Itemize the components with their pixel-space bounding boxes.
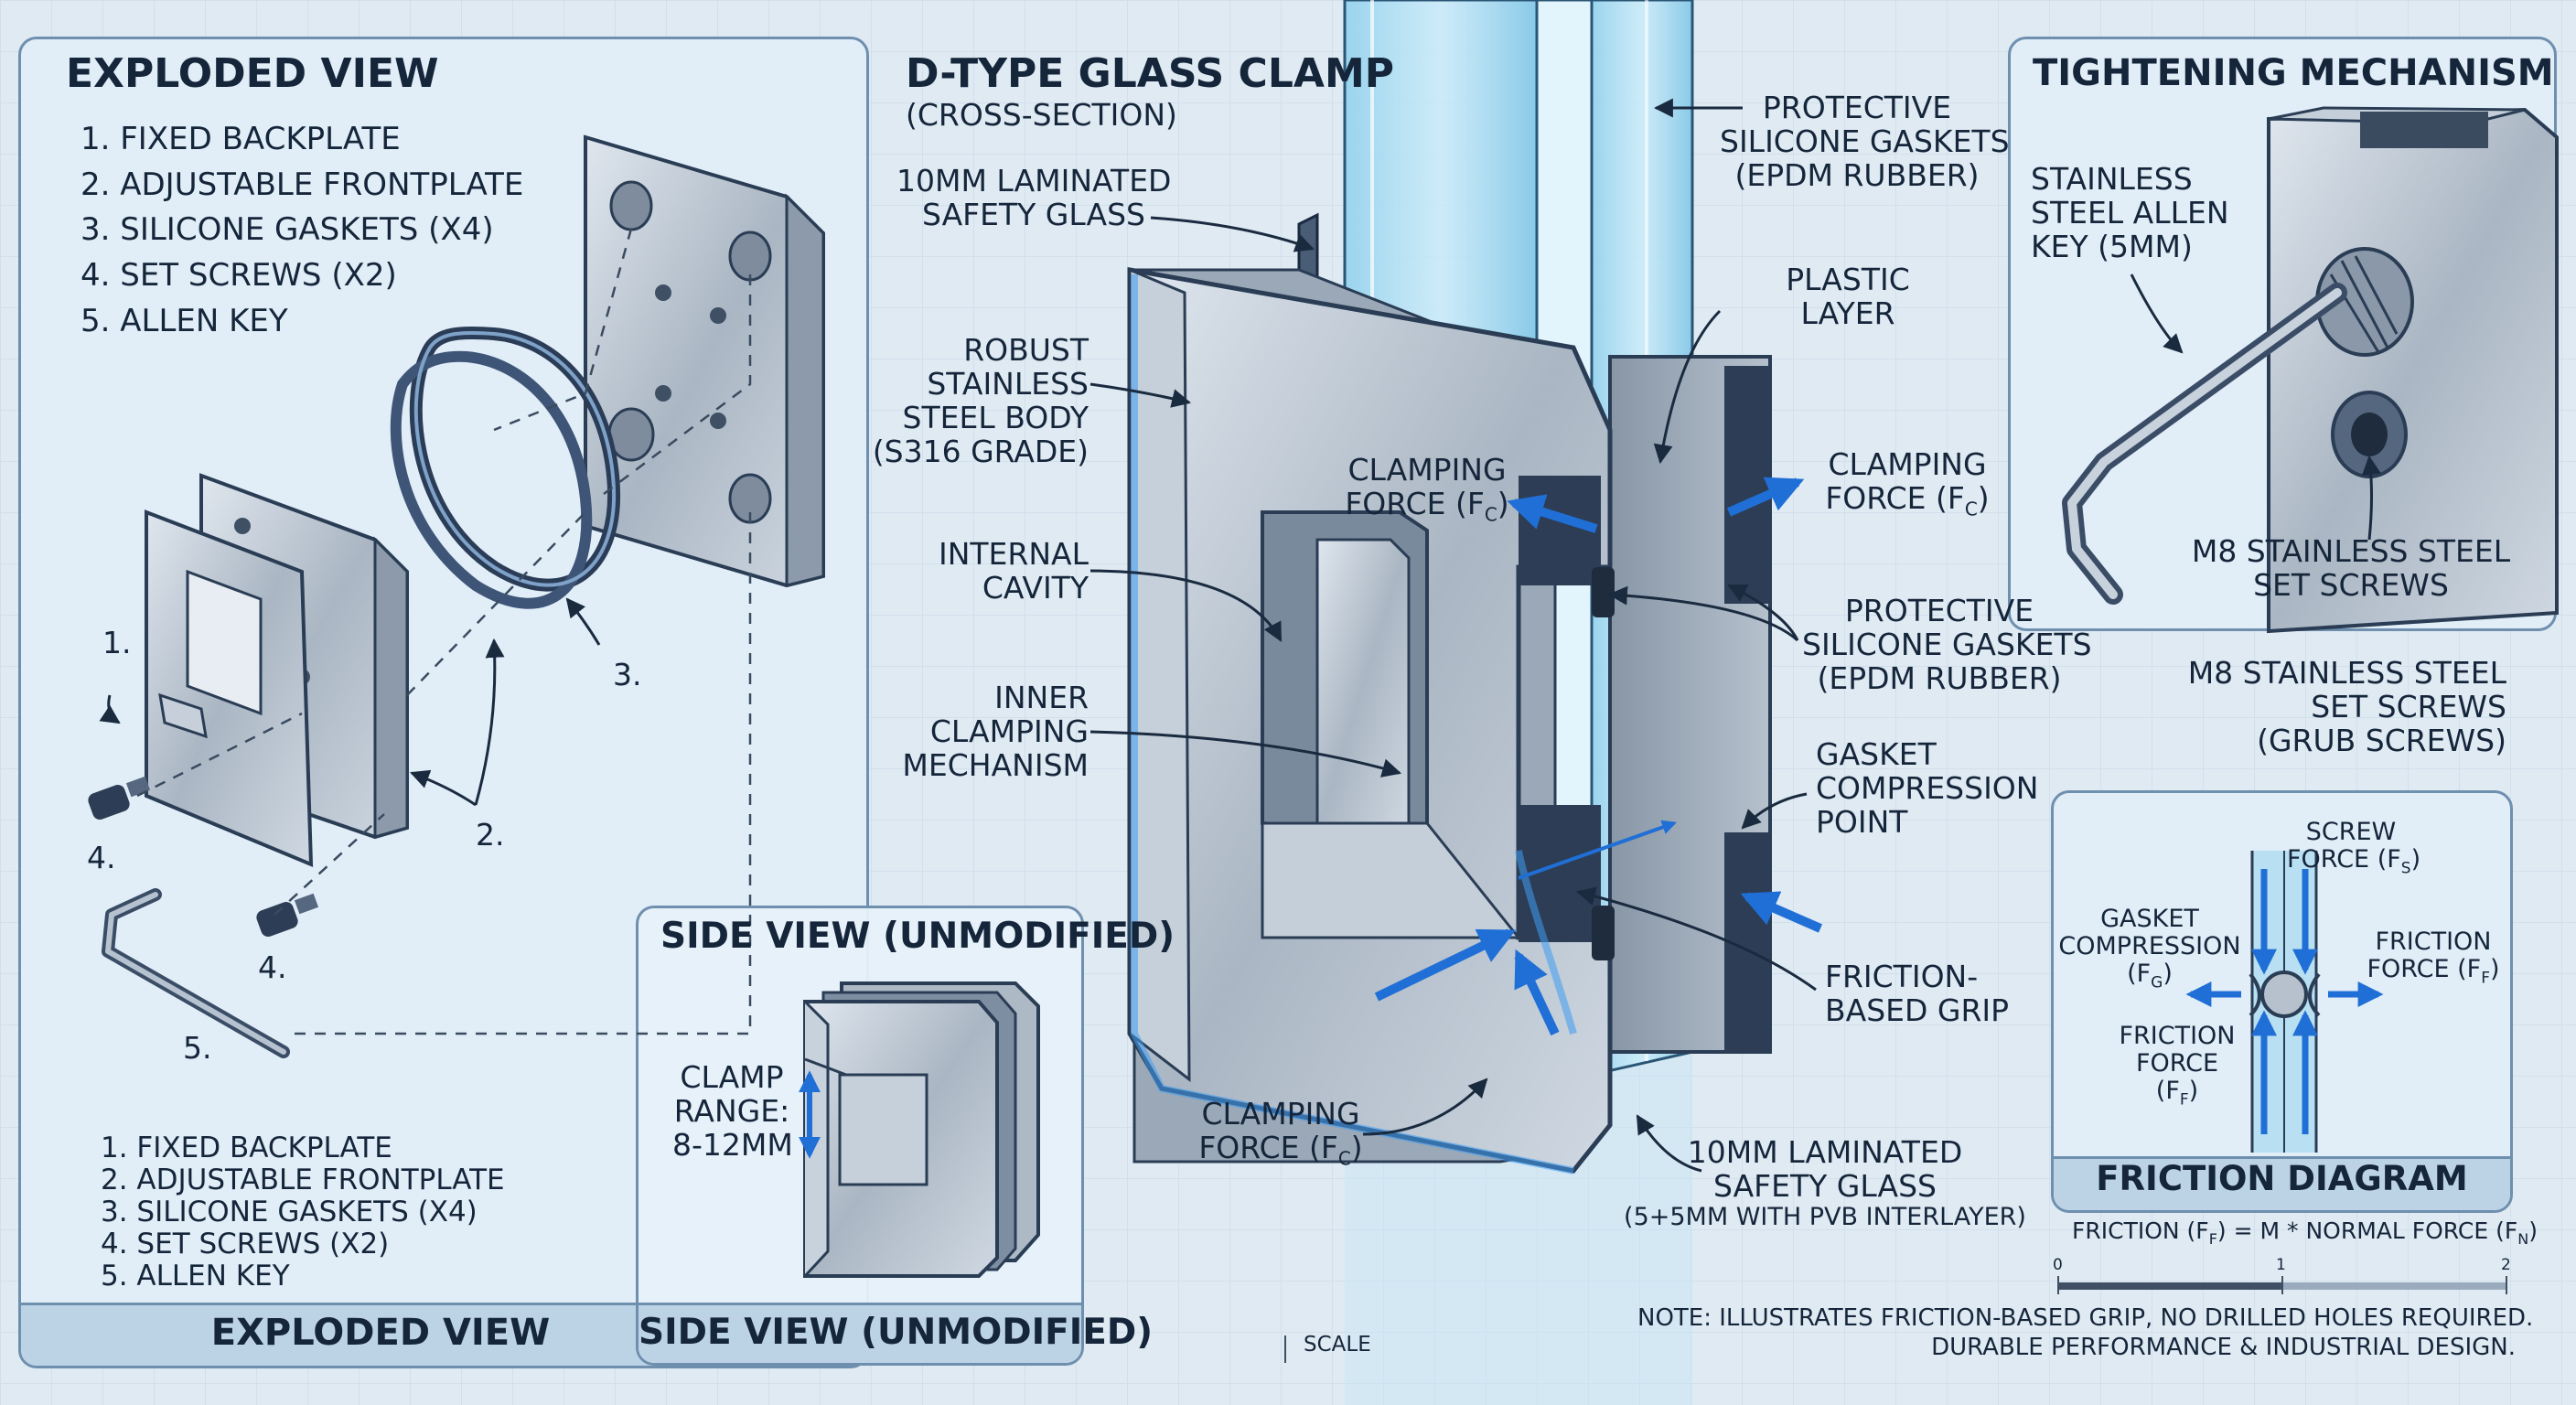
- exploded-backplate: [584, 134, 825, 588]
- tightening-title: TIGHTENING MECHANISM: [2033, 52, 2554, 94]
- label-clamp-force-left: CLAMPING FORCE (FC): [1345, 452, 1509, 526]
- scale-tick-0: 0: [2053, 1256, 2063, 1274]
- label-clamp-force-bottom: CLAMPING FORCE (FC): [1198, 1096, 1363, 1170]
- label-allen-key: STAINLESS STEEL ALLEN KEY (5MM): [2031, 161, 2229, 264]
- fd-gasket-compression: GASKET COMPRESSION (FG): [2058, 905, 2241, 992]
- side-view-title: SIDE VIEW (UNMODIFIED): [660, 916, 1175, 957]
- side-view-clamp: [803, 981, 1040, 1278]
- friction-diagram-arrows: [2185, 869, 2384, 1134]
- main-subtitle: (CROSS-SECTION): [906, 97, 1177, 133]
- parts-list-item: 2. ADJUSTABLE FRONTPLATE: [80, 166, 524, 203]
- main-title: D-TYPE GLASS CLAMP: [906, 50, 1394, 97]
- fd-screw-force: SCREW FORCE (FS): [2287, 818, 2421, 878]
- parts-list-item: 5. ALLEN KEY: [101, 1260, 290, 1293]
- side-view-footer: SIDE VIEW (UNMODIFIED): [639, 1312, 1154, 1353]
- main-leaders: [1089, 98, 1817, 1173]
- parts-list-item: 1. FIXED BACKPLATE: [101, 1132, 392, 1164]
- label-set-screws: M8 STAINLESS STEEL SET SCREWS: [2191, 533, 2511, 603]
- exploded-frontplate: [145, 473, 409, 868]
- exploded-guide-lines: [136, 228, 752, 1035]
- label-compression-point: GASKET COMPRESSION POINT: [1816, 736, 2039, 840]
- exploded-view-footer: EXPLODED VIEW: [210, 1312, 551, 1354]
- parts-list-item: 4. SET SCREWS (X2): [80, 256, 397, 294]
- callout-3: 3.: [613, 657, 642, 692]
- clamp-range-label: CLAMP RANGE: 8-12MM: [672, 1059, 793, 1163]
- callout-2: 2.: [476, 817, 505, 853]
- parts-list-item: 3. SILICONE GASKETS (X4): [80, 211, 494, 249]
- exploded-gaskets: [390, 326, 621, 609]
- main-blue-glow: [1131, 274, 1577, 1174]
- label-grub-screws: M8 STAINLESS STEEL SET SCREWS (GRUB SCRE…: [2187, 655, 2506, 758]
- label-internal-cavity: INTERNAL CAVITY: [938, 536, 1089, 606]
- exploded-parts-list-top: 1. FIXED BACKPLATE 2. ADJUSTABLE FRONTPL…: [80, 117, 523, 344]
- exploded-screws: [88, 776, 319, 938]
- tightening-leaders: [2130, 273, 2381, 541]
- callout-5: 5.: [183, 1030, 212, 1066]
- side-view-footer-bar: [639, 1303, 1081, 1363]
- scale-label: SCALE: [1304, 1333, 1371, 1357]
- label-friction-grip: FRICTION- BASED GRIP: [1825, 959, 2010, 1028]
- friction-diagram-drawing: [2249, 851, 2321, 1153]
- tightening-block: [2267, 106, 2559, 634]
- parts-list-item: 3. SILICONE GASKETS (X4): [101, 1196, 478, 1229]
- label-steel-body: ROBUST STAINLESS STEEL BODY (S316 GRADE): [872, 332, 1089, 469]
- tightening-allen-key: [2062, 283, 2347, 605]
- exploded-view-title: EXPLODED VIEW: [66, 50, 439, 97]
- parts-list-item: 1. FIXED BACKPLATE: [80, 121, 401, 157]
- label-glass-bottom: 10MM LAMINATED SAFETY GLASS (5+5MM WITH …: [1624, 1134, 2026, 1231]
- parts-list-item: 2. ADJUSTABLE FRONTPLATE: [101, 1164, 505, 1197]
- friction-formula: FRICTION (FF) = μ * NORMAL FORCE (FN): [2072, 1217, 2538, 1248]
- callout-4a: 4.: [87, 840, 116, 875]
- label-gasket-mid: PROTECTIVE SILICONE GASKETS (EPDM RUBBER…: [1802, 593, 2092, 696]
- label-glass-top: 10MM LAMINATED SAFETY GLASS: [896, 163, 1172, 232]
- scale-bar: [1284, 1276, 2507, 1363]
- label-clamp-force-right: CLAMPING FORCE (FC): [1825, 446, 1990, 520]
- friction-diagram-title: FRICTION DIAGRAM: [2096, 1159, 2468, 1198]
- scale-tick-1: 1: [2276, 1256, 2286, 1274]
- callout-4b: 4.: [258, 949, 287, 985]
- exploded-parts-list-bottom: 1. FIXED BACKPLATE 2. ADJUSTABLE FRONTPL…: [101, 1132, 505, 1292]
- label-plastic-layer: PLASTIC LAYER: [1786, 262, 1910, 331]
- force-arrows: [1374, 477, 1823, 1036]
- exploded-allen-key: [102, 888, 290, 1058]
- callout-1: 1.: [102, 625, 132, 660]
- parts-list-item: 5. ALLEN KEY: [80, 302, 288, 339]
- exploded-leaders: [99, 597, 601, 807]
- scale-tick-2: 2: [2501, 1256, 2511, 1274]
- parts-list-item: 4. SET SCREWS (X2): [101, 1228, 390, 1261]
- footer-note: NOTE: ILLUSTRATES FRICTION-BASED GRIP, N…: [1637, 1304, 2534, 1362]
- label-gasket-top: PROTECTIVE SILICONE GASKETS (EPDM RUBBER…: [1720, 90, 2010, 193]
- main-clamp-body: [1127, 212, 1772, 1174]
- label-inner-mechanism: INNER CLAMPING MECHANISM: [902, 680, 1089, 783]
- fd-friction-left: FRICTION FORCE (FF): [2119, 1022, 2236, 1110]
- friction-diagram-footer-bar: [2054, 1156, 2510, 1210]
- fd-friction-right: FRICTION FORCE (FF): [2367, 928, 2500, 988]
